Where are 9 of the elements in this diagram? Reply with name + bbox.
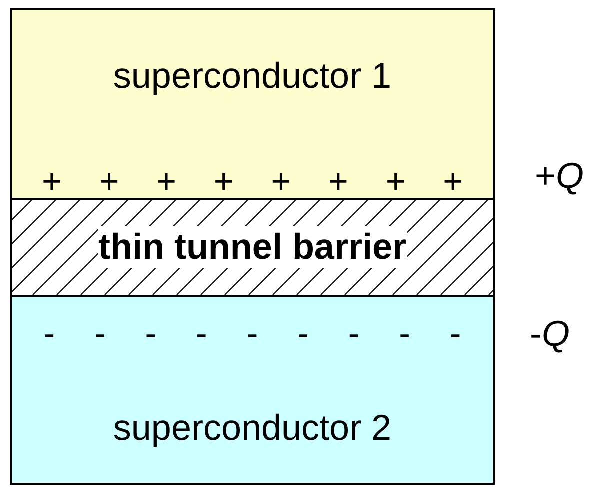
- superconductor-layer: [10, 8, 495, 200]
- charge-signs: - - - - - - - - -: [44, 315, 462, 354]
- superconductor-layer: [10, 295, 495, 485]
- charge-signs: + + + + + + + +: [42, 163, 463, 202]
- charge-label: +Q: [535, 155, 584, 197]
- charge-label: -Q: [530, 313, 570, 355]
- layer-label: superconductor 1: [113, 55, 392, 97]
- layer-label: thin tunnel barrier: [98, 226, 407, 268]
- layer-label: superconductor 2: [113, 407, 392, 449]
